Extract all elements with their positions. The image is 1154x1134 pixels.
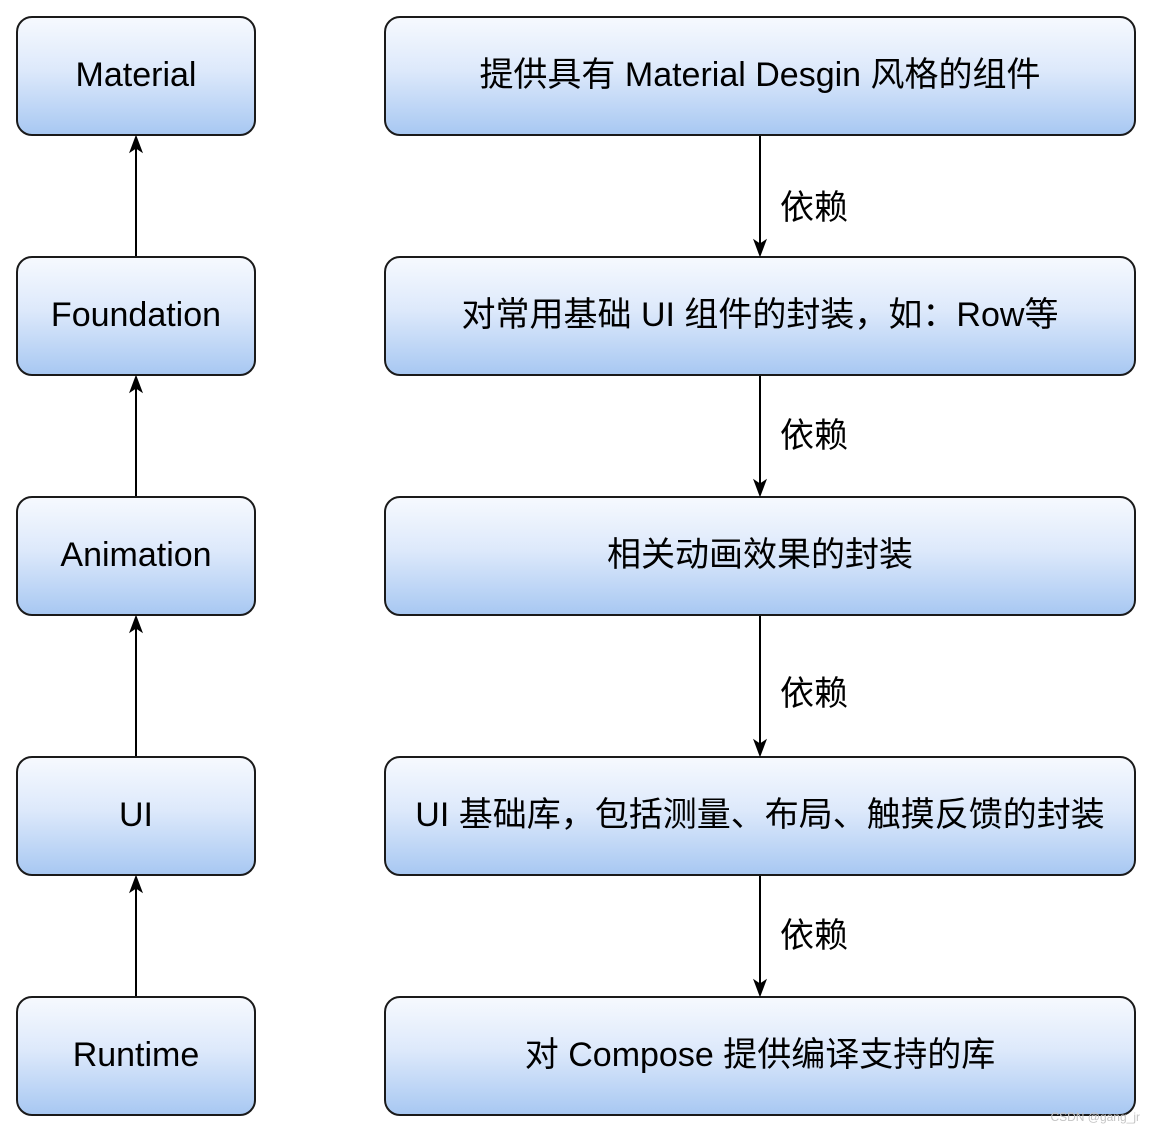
arrow-runtime-to-ui: [128, 874, 144, 996]
dependency-label: 依赖: [780, 417, 848, 455]
layer-name: Animation: [60, 536, 212, 575]
watermark: CSDN @gang_jr: [1050, 1110, 1140, 1124]
description-box-runtime: 对 Compose 提供编译支持的库: [384, 996, 1136, 1116]
arrow-foundation-to-material: [128, 134, 144, 256]
dependency-label: 依赖: [780, 917, 848, 955]
description-box-ui: UI 基础库，包括测量、布局、触摸反馈的封装: [384, 756, 1136, 876]
layer-name: Material: [75, 56, 197, 95]
layer-description: UI 基础库，包括测量、布局、触摸反馈的封装: [415, 796, 1105, 835]
arrow-animation-desc-to-ui-desc: [752, 616, 768, 758]
description-box-animation: 相关动画效果的封装: [384, 496, 1136, 616]
layer-name: Runtime: [72, 1036, 200, 1075]
arrow-material-desc-to-foundation-desc: [752, 136, 768, 258]
layer-description: 对 Compose 提供编译支持的库: [524, 1036, 996, 1075]
arrow-ui-to-animation: [128, 614, 144, 756]
layer-box-animation: Animation: [16, 496, 256, 616]
layer-box-ui: UI: [16, 756, 256, 876]
arrow-foundation-desc-to-animation-desc: [752, 376, 768, 498]
layer-box-material: Material: [16, 16, 256, 136]
arrow-animation-to-foundation: [128, 374, 144, 496]
arrow-ui-desc-to-runtime-desc: [752, 876, 768, 998]
layer-description: 对常用基础 UI 组件的封装，如：Row等: [461, 296, 1059, 335]
layer-description: 提供具有 Material Desgin 风格的组件: [479, 56, 1041, 95]
dependency-label: 依赖: [780, 189, 848, 227]
layer-box-foundation: Foundation: [16, 256, 256, 376]
description-box-material: 提供具有 Material Desgin 风格的组件: [384, 16, 1136, 136]
layer-description: 相关动画效果的封装: [607, 536, 913, 575]
dependency-label: 依赖: [780, 675, 848, 713]
layer-box-runtime: Runtime: [16, 996, 256, 1116]
layer-name: Foundation: [50, 296, 222, 335]
description-box-foundation: 对常用基础 UI 组件的封装，如：Row等: [384, 256, 1136, 376]
layer-name: UI: [119, 796, 153, 835]
